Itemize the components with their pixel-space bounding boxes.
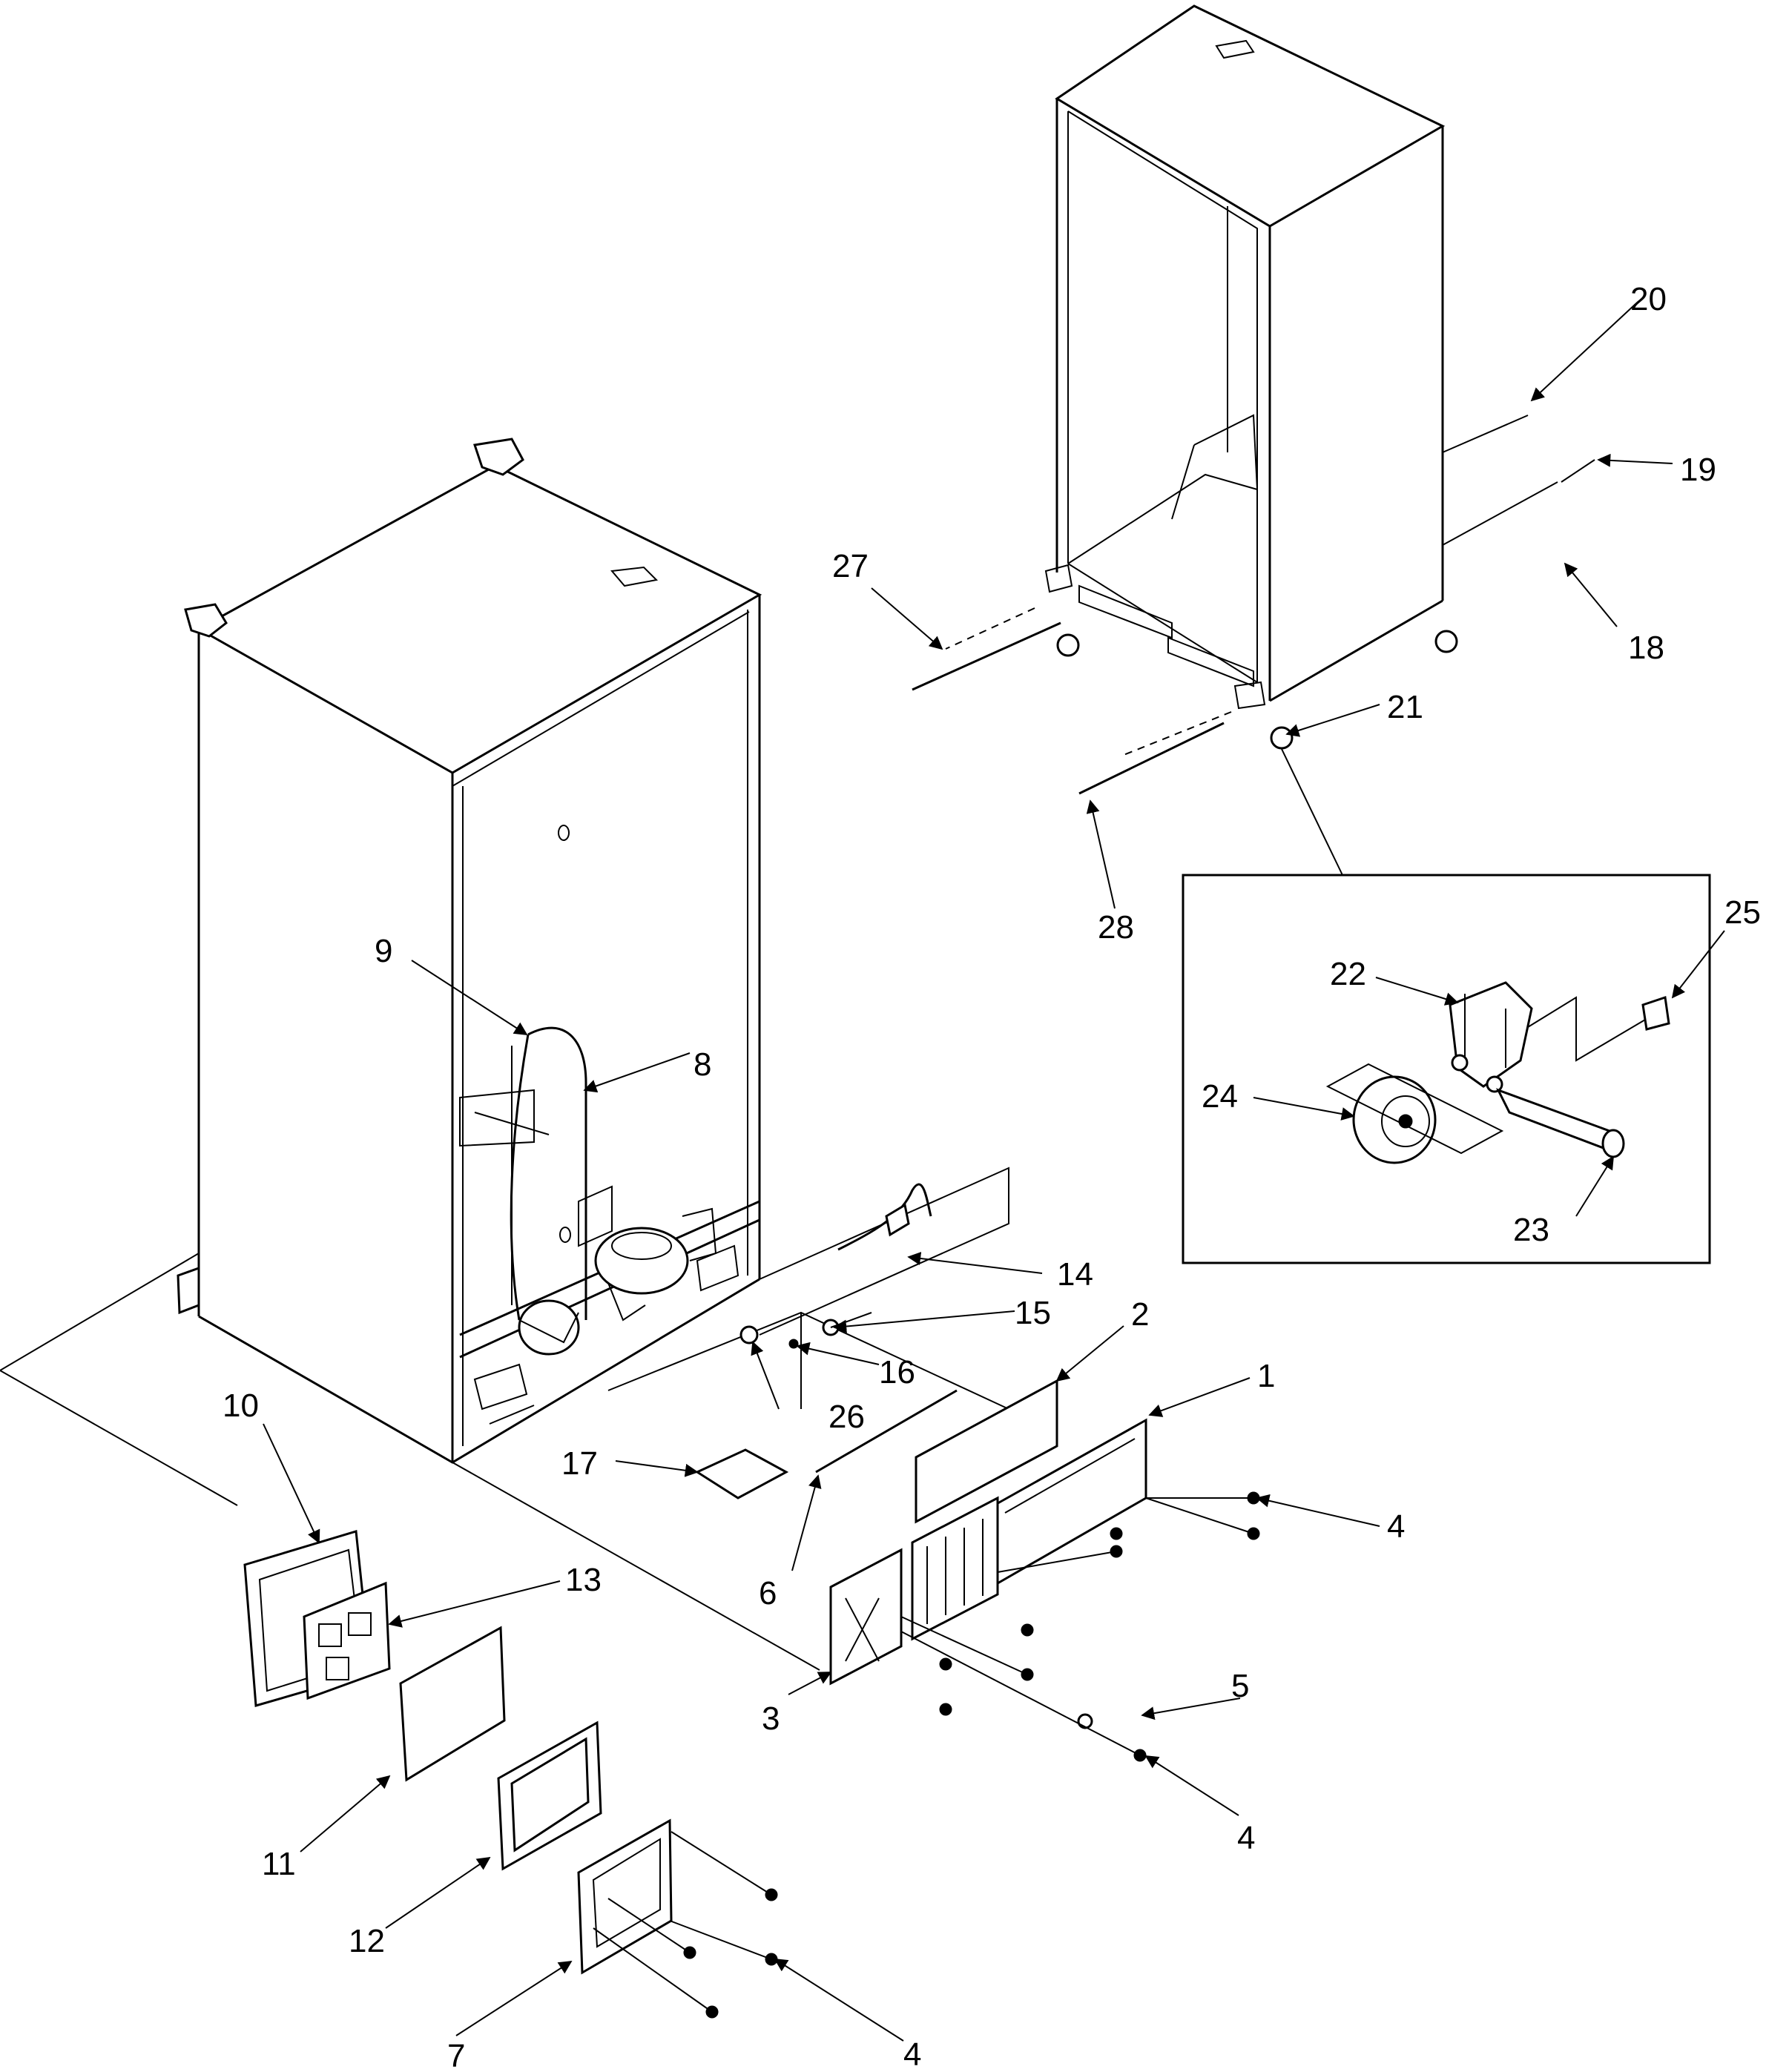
refrigerator-cabinet-front: [912, 4, 1595, 876]
callout-10: 10: [223, 1388, 259, 1424]
callout-12: 12: [349, 1923, 385, 1959]
callout-25: 25: [1724, 894, 1761, 931]
callout-17: 17: [561, 1445, 598, 1482]
access-panels: [694, 1183, 1260, 1762]
callout-26: 26: [828, 1399, 865, 1435]
callout-3: 3: [762, 1700, 780, 1737]
callout-22: 22: [1330, 956, 1366, 992]
callout-labels: 1 2 3 4 5 4 4 6 7 8 9 10 11 12 13 14 15 …: [223, 281, 1761, 2072]
callout-9: 9: [375, 933, 392, 969]
callout-14: 14: [1057, 1256, 1093, 1293]
callout-7: 7: [447, 2038, 465, 2072]
control-module-assembly: [243, 1530, 778, 2019]
leader-arrows: [263, 303, 1725, 2042]
callout-6: 6: [759, 1575, 777, 1611]
callout-1: 1: [1257, 1358, 1275, 1394]
callout-27: 27: [832, 548, 869, 584]
callout-13: 13: [565, 1562, 602, 1598]
callout-2: 2: [1131, 1296, 1149, 1333]
callout-24: 24: [1202, 1078, 1238, 1115]
callout-4-bottom: 4: [903, 2036, 921, 2072]
callout-16: 16: [879, 1354, 915, 1390]
callout-18: 18: [1628, 630, 1664, 666]
refrigerator-cabinet-rear: [0, 438, 1009, 1671]
callout-15: 15: [1015, 1295, 1051, 1331]
callout-4-top: 4: [1387, 1508, 1405, 1545]
callout-28: 28: [1098, 909, 1134, 946]
callout-4-middle: 4: [1237, 1820, 1255, 1856]
callout-23: 23: [1513, 1212, 1549, 1248]
callout-5: 5: [1231, 1668, 1249, 1704]
callout-21: 21: [1387, 689, 1423, 725]
callout-11: 11: [262, 1846, 296, 1882]
caster-detail-inset: [1182, 874, 1711, 1264]
callout-19: 19: [1680, 452, 1716, 488]
callout-8: 8: [693, 1046, 711, 1083]
callout-20: 20: [1630, 281, 1667, 317]
